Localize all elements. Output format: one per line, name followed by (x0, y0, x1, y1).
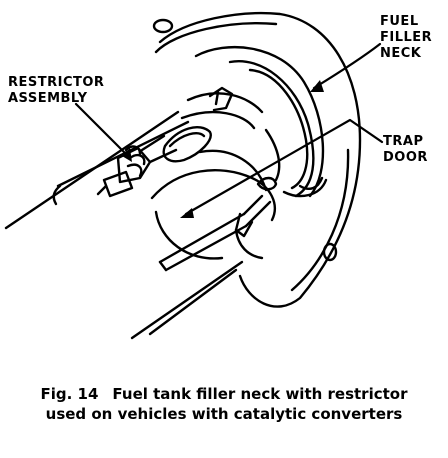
arrowhead-trap-door (180, 208, 194, 218)
neck-slot (234, 176, 278, 260)
label-trap-door: TRAP DOOR (383, 134, 428, 166)
restrictor-assembly (96, 134, 178, 198)
caption-line-1: Fig. 14 Fuel tank filler neck with restri… (0, 384, 448, 404)
label-line: TRAP (383, 134, 424, 149)
label-fuel-filler-neck: FUEL FILLER NECK (380, 14, 432, 62)
filler-tube (4, 110, 244, 340)
arrowhead-fuel-filler-neck (310, 80, 324, 92)
leader-fuel-filler-neck (312, 42, 382, 90)
figure-caption: Fig. 14 Fuel tank filler neck with restri… (0, 384, 448, 424)
caption-line-2: used on vehicles with catalytic converte… (45, 405, 403, 423)
mounting-hole-bottom (322, 242, 338, 262)
throat-housing (162, 86, 281, 192)
trap-door (150, 169, 276, 272)
label-line: NECK (380, 46, 422, 61)
label-line: ASSEMBLY (8, 91, 88, 106)
leader-restrictor-assembly (74, 102, 130, 158)
label-line: RESTRICTOR (8, 75, 105, 90)
leader-lines (74, 42, 384, 216)
label-line: DOOR (383, 150, 428, 165)
caption-text-1: Fuel tank filler neck with restrictor (112, 385, 408, 403)
leader-trap-door (184, 118, 384, 216)
neck-collar (194, 45, 328, 198)
mounting-flange (152, 11, 362, 308)
figure-number: Fig. 14 (40, 385, 99, 403)
mounting-hole-top (152, 18, 174, 34)
label-restrictor-assembly: RESTRICTOR ASSEMBLY (8, 75, 104, 107)
label-line: FUEL (380, 14, 419, 29)
arrowhead-restrictor (122, 148, 132, 162)
label-line: FILLER (380, 30, 433, 45)
